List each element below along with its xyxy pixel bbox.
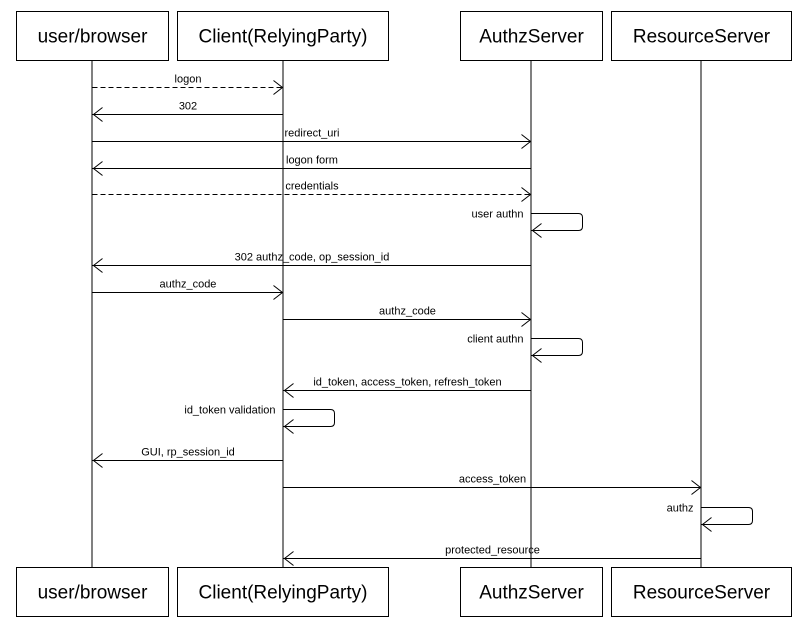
- arrow-head: [531, 348, 542, 363]
- message-10: id_token, access_token, refresh_token: [283, 377, 532, 398]
- message-label: protected_resource: [445, 545, 540, 557]
- message-label: authz_code: [379, 306, 436, 318]
- message-11: id_token validation: [184, 405, 335, 434]
- arrow-head: [283, 551, 294, 566]
- arrow-head: [92, 258, 103, 273]
- message-7: authz_code: [92, 279, 284, 300]
- participant-top-as: AuthzServer: [460, 11, 603, 61]
- message-label: id_token, access_token, refresh_token: [313, 377, 501, 389]
- message-1: 302: [92, 101, 284, 122]
- message-15: protected_resource: [283, 545, 702, 566]
- message-12: GUI, rp_session_id: [92, 447, 284, 468]
- participant-top-rp: Client(RelyingParty): [177, 11, 389, 61]
- message-label: credentials: [285, 181, 339, 193]
- participant-label: AuthzServer: [479, 27, 584, 48]
- message-13: access_token: [283, 474, 702, 495]
- participant-label: user/browser: [38, 27, 148, 48]
- message-9: client authn: [467, 334, 583, 363]
- message-label: id_token validation: [184, 405, 275, 417]
- message-8: authz_code: [283, 306, 532, 327]
- arrow-head: [92, 161, 103, 176]
- arrow-head: [283, 419, 294, 434]
- message-label: 302 authz_code, op_session_id: [235, 252, 390, 264]
- message-0: logon: [92, 74, 284, 95]
- message-label: access_token: [459, 474, 526, 486]
- message-line: [701, 507, 753, 525]
- participant-top-rs: ResourceServer: [611, 11, 792, 61]
- message-3: logon form: [92, 155, 532, 176]
- message-label: logon: [175, 74, 202, 86]
- arrow-head: [283, 383, 294, 398]
- participant-bottom-as: AuthzServer: [460, 567, 603, 617]
- message-label: 302: [179, 101, 197, 113]
- message-line: [531, 213, 583, 231]
- message-label: GUI, rp_session_id: [141, 447, 235, 459]
- message-label: user authn: [472, 209, 524, 221]
- participant-bottom-rs: ResourceServer: [611, 567, 792, 617]
- arrow-head: [701, 517, 712, 532]
- message-label: authz_code: [160, 279, 217, 291]
- participant-top-browser: user/browser: [16, 11, 169, 61]
- message-5: user authn: [472, 209, 583, 238]
- message-4: credentials: [92, 181, 532, 202]
- message-line: [283, 409, 335, 427]
- arrow-head: [273, 285, 284, 300]
- participant-label: user/browser: [38, 583, 148, 604]
- message-label: client authn: [467, 334, 523, 346]
- arrow-head: [521, 187, 532, 202]
- message-label: authz: [667, 503, 694, 515]
- arrow-head: [691, 480, 702, 495]
- participant-label: Client(RelyingParty): [199, 583, 368, 604]
- participant-label: ResourceServer: [633, 27, 771, 48]
- participant-label: ResourceServer: [633, 583, 771, 604]
- message-line: [531, 338, 583, 356]
- participant-label: Client(RelyingParty): [199, 27, 368, 48]
- arrow-head: [531, 223, 542, 238]
- arrow-head: [92, 453, 103, 468]
- participant-label: AuthzServer: [479, 583, 584, 604]
- participant-bottom-browser: user/browser: [16, 567, 169, 617]
- arrow-head: [92, 107, 103, 122]
- message-6: 302 authz_code, op_session_id: [92, 252, 532, 273]
- message-label: logon form: [286, 155, 338, 167]
- arrow-head: [521, 134, 532, 149]
- participant-bottom-rp: Client(RelyingParty): [177, 567, 389, 617]
- message-label: redirect_uri: [284, 128, 339, 140]
- message-14: authz: [667, 503, 753, 532]
- message-2: redirect_uri: [92, 128, 532, 149]
- arrow-head: [273, 80, 284, 95]
- arrow-head: [521, 312, 532, 327]
